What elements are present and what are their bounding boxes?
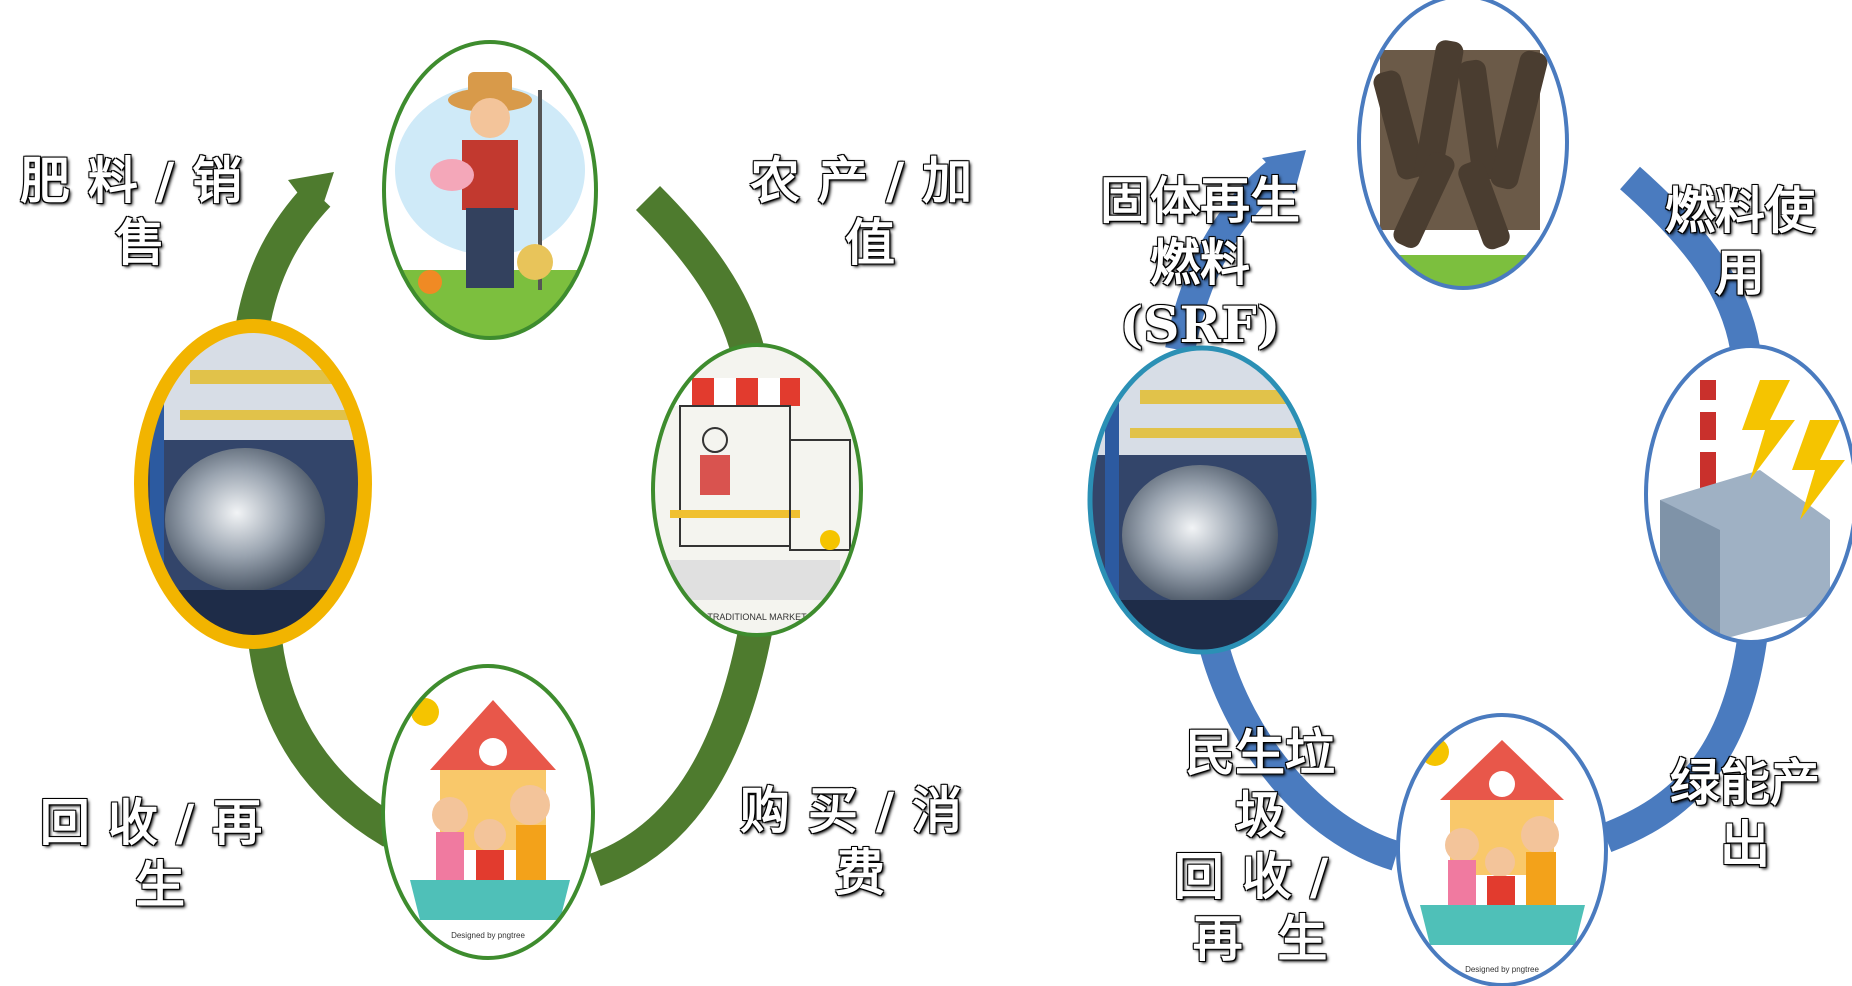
arrow-head-up — [288, 172, 334, 220]
farmer-image — [382, 40, 598, 340]
label-waste-recycle: 民生垃 圾 回收/ 再 生 — [1160, 722, 1360, 970]
arrow-recycle-to-fertilizer — [235, 183, 331, 333]
label-green-energy: 绿能产 出 — [1650, 752, 1840, 876]
traditional-market-image: TRADITIONAL MARKET — [651, 343, 863, 637]
label-waste-line3: 回收/ — [1173, 847, 1347, 906]
arrow-power-to-home — [1600, 637, 1767, 853]
label-fertilizer-line2: 售 — [115, 213, 165, 272]
family-home-image-left: Designed by pngtree — [381, 664, 595, 960]
label-fertilizer-line1: 肥料/销 — [19, 151, 261, 210]
right-cycle-arrows — [1165, 158, 1767, 871]
label-waste-line2: 圾 — [1235, 785, 1285, 844]
arrow-pellet-to-power — [1620, 166, 1760, 351]
left-cycle-arrows — [235, 183, 772, 887]
industrial-plant-image-left — [134, 319, 372, 649]
label-fuel-use: 燃料使 用 — [1650, 180, 1830, 304]
label-fuel-line2: 用 — [1715, 243, 1765, 302]
label-agri-line1: 农产/加 — [749, 151, 991, 210]
pngtree-credit-right: Designed by pngtree — [1465, 965, 1539, 974]
label-srf-line3: (SRF) — [1119, 295, 1281, 354]
label-purchase-consume: 购买/消 费 — [710, 780, 1010, 904]
label-green-line2: 出 — [1720, 815, 1770, 874]
arrow-home-to-plant — [1200, 645, 1401, 871]
label-agri-line2: 值 — [845, 213, 895, 272]
label-recycle-line1: 回收/再 — [39, 793, 281, 852]
label-waste-line1: 民生垃 — [1185, 723, 1335, 782]
label-srf: 固体再生 燃料 (SRF) — [1080, 170, 1320, 356]
industrial-plant-image-right — [1087, 345, 1317, 655]
arrow-agri-to-market — [635, 185, 765, 357]
label-recycle-regen: 回收/再 生 — [20, 792, 300, 916]
label-waste-line4: 再 生 — [1192, 909, 1328, 968]
arrow-plant-to-pellet — [1165, 158, 1290, 353]
label-green-line1: 绿能产 — [1670, 753, 1820, 812]
label-fuel-line1: 燃料使 — [1665, 181, 1815, 240]
market-caption: TRADITIONAL MARKET — [707, 612, 807, 622]
power-station-image — [1644, 344, 1852, 644]
label-srf-line1: 固体再生 — [1100, 171, 1300, 230]
label-srf-line2: 燃料 — [1150, 233, 1250, 292]
label-agri-value-add: 农产/加 值 — [720, 150, 1020, 274]
family-home-image-right: Designed by pngtree — [1396, 713, 1608, 986]
label-consume-line2: 费 — [835, 843, 885, 902]
fuel-pellets-image — [1357, 0, 1569, 290]
label-recycle-line2: 生 — [135, 855, 185, 914]
arrow-market-to-home — [589, 628, 772, 887]
pngtree-credit-left: Designed by pngtree — [451, 931, 525, 940]
label-fertilizer-sales: 肥料/销 售 — [10, 150, 270, 274]
arrow-head-up-right — [1262, 150, 1306, 194]
label-consume-line1: 购买/消 — [739, 781, 981, 840]
arrow-home-to-plant — [248, 637, 401, 847]
